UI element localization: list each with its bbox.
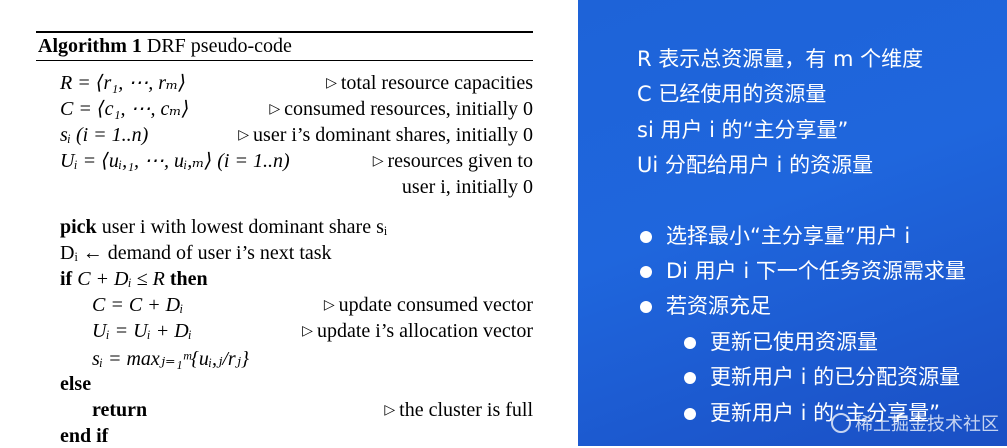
bullet-icon [640,266,652,278]
update-u-comment: ▷update i’s allocation vector [302,320,533,342]
top-rule [36,31,533,33]
sub-bullet-update-allocation: 更新用户 i 的已分配资源量 [710,365,961,389]
comment-u: ▷resources given to [372,150,533,172]
juejin-logo-icon [831,413,851,433]
definition-s: si 用户 i 的“主分享量” [637,118,849,142]
pick-line: pick user i with lowest dominant share s… [60,216,388,238]
comment-triangle-icon: ▷ [269,102,281,117]
slide-panel: R 表示总资源量，有 m 个维度 C 已经使用的资源量 si 用户 i 的“主分… [578,0,1007,446]
sub-bullet-icon [684,337,696,349]
algorithm-panel: Algorithm 1 DRF pseudo-code R = ⟨r₁, ⋯, … [36,31,533,447]
comment-triangle-icon: ▷ [238,128,250,143]
else-line: else [60,373,92,395]
update-c-line: C = C + Dᵢ [92,294,184,316]
sub-bullet-update-consumed: 更新已使用资源量 [710,330,878,354]
algorithm-label: Algorithm 1 [38,35,142,57]
sub-bullet-icon [684,372,696,384]
code-line-r: R = ⟨r₁, ⋯, rₘ⟩ [60,72,187,94]
bullet-icon [640,231,652,243]
algorithm-title: Algorithm 1 DRF pseudo-code [38,34,292,58]
comment-c: ▷consumed resources, initially 0 [269,98,533,120]
watermark: 稀土掘金技术社区 [831,410,999,436]
comment-triangle-icon: ▷ [384,403,396,418]
comment-triangle-icon: ▷ [326,76,337,91]
return-line: return [92,399,148,421]
bullet-demand: Di 用户 i 下一个任务资源需求量 [666,259,966,283]
comment-u-continued: user i, initially 0 [401,176,533,198]
definition-r: R 表示总资源量，有 m 个维度 [637,47,924,71]
comment-triangle-icon: ▷ [372,154,384,169]
comment-s: ▷user i’s dominant shares, initially 0 [238,124,533,146]
update-s-line: sᵢ = maxⱼ₌₁ᵐ{uᵢ,ⱼ/rⱼ} [92,348,249,370]
bullet-pick: 选择最小“主分享量”用户 i [666,224,911,248]
definition-c: C 已经使用的资源量 [637,82,827,106]
return-comment: ▷the cluster is full [384,399,533,421]
bullet-if: 若资源充足 [666,294,771,318]
update-u-line: Uᵢ = Uᵢ + Dᵢ [92,320,192,342]
demand-line: Dᵢ ← demand of user i’s next task [60,242,332,264]
sub-bullet-update-share: 更新用户 i 的“主分享量” [710,401,940,425]
title-rule [36,60,533,61]
code-line-c: C = ⟨c₁, ⋯, cₘ⟩ [60,98,190,120]
definition-u: Ui 分配给用户 i 的资源量 [637,153,874,177]
endif-line: end if [60,425,109,447]
code-line-u: Uᵢ = ⟨uᵢ,₁, ⋯, uᵢ,ₘ⟩ (i = 1..n) [60,150,290,172]
comment-r: ▷total resource capacities [326,72,533,94]
update-c-comment: ▷update consumed vector [323,294,533,316]
if-line: if C + Dᵢ ≤ R then [60,268,208,290]
sub-bullet-icon [684,408,696,420]
comment-triangle-icon: ▷ [302,324,313,339]
comment-triangle-icon: ▷ [323,298,335,313]
bullet-icon [640,301,652,313]
algorithm-title-text: DRF pseudo-code [146,35,292,57]
code-line-s: sᵢ (i = 1..n) [60,124,149,146]
